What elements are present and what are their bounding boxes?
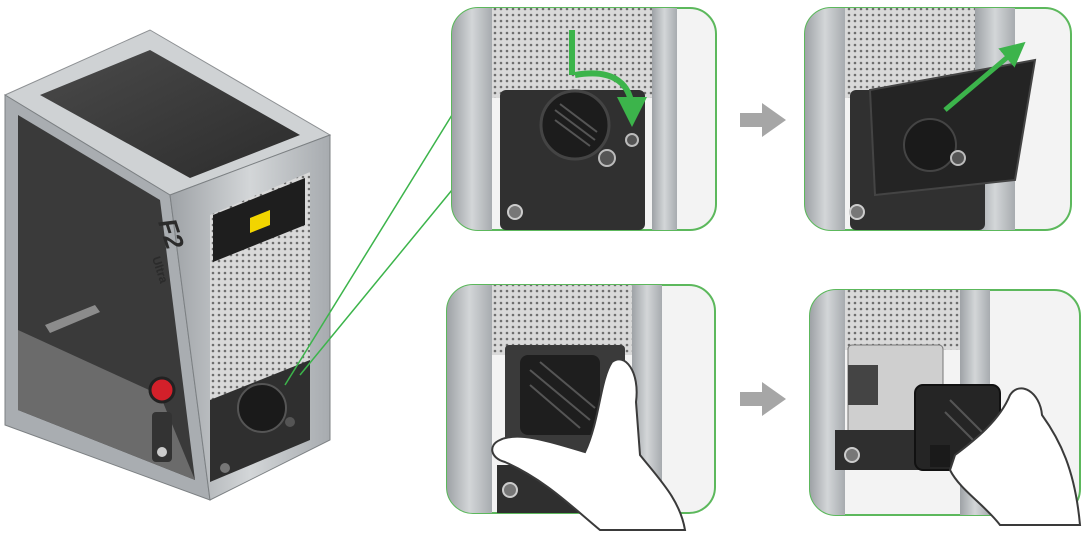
device-label-yellow — [250, 210, 270, 233]
rotate-arrow-icon — [569, 30, 632, 112]
device-inner-rail — [45, 305, 100, 333]
next-step-arrow-icon — [740, 103, 786, 137]
device-inner-floor — [18, 330, 195, 480]
device-top-lid — [40, 50, 300, 178]
device-fan-outlet — [237, 383, 287, 433]
step-panel-4 — [809, 289, 1082, 526]
key-switch-panel — [152, 412, 172, 462]
step-panel-3 — [446, 284, 716, 531]
next-step-arrow-icon — [740, 382, 786, 416]
pull-out-arrow-icon — [943, 41, 1026, 112]
laser-device — [3, 29, 332, 501]
key-switch[interactable] — [157, 447, 167, 457]
step-panel-1 — [451, 7, 717, 231]
hand-icon — [948, 387, 1082, 526]
zoom-callout-line — [284, 114, 453, 386]
device-port — [285, 417, 295, 427]
step-panel-2 — [804, 7, 1072, 231]
emergency-stop-button[interactable] — [148, 376, 176, 404]
hand-icon — [491, 358, 687, 531]
zoom-callout-line — [299, 189, 453, 376]
device-port — [220, 463, 230, 473]
